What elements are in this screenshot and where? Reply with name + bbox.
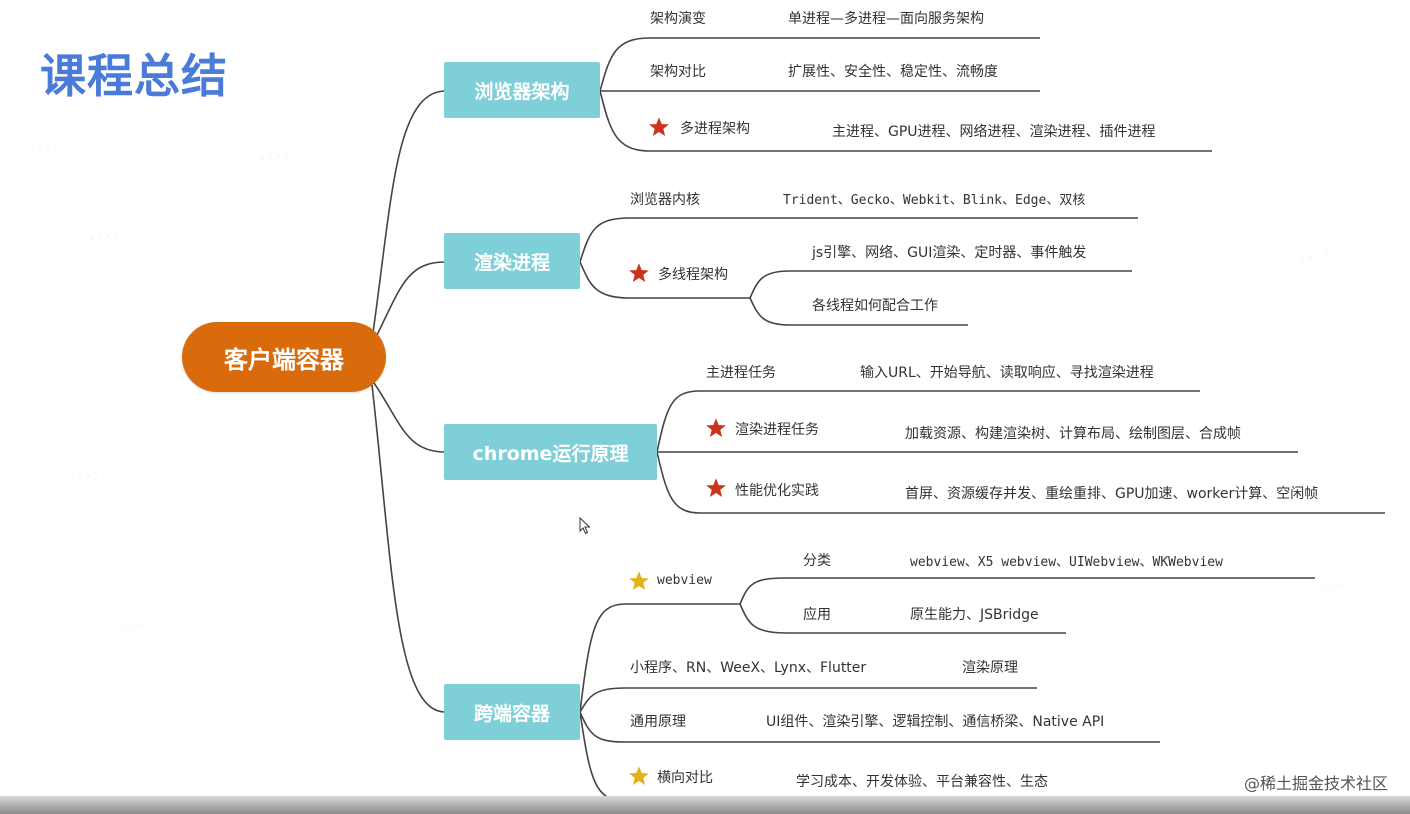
bottom-bar	[0, 796, 1410, 814]
branch-browser-architecture: 浏览器架构	[444, 62, 600, 118]
node-detail: 单进程—多进程—面向服务架构	[788, 11, 984, 27]
yellow-star-icon	[629, 766, 649, 785]
node-detail: 加载资源、构建渲染树、计算布局、绘制图层、合成帧	[905, 426, 1241, 442]
root-node: 客户端容器	[182, 322, 386, 392]
node-detail: 输入URL、开始导航、读取响应、寻找渲染进程	[860, 365, 1154, 381]
node-detail: 扩展性、安全性、稳定性、流畅度	[788, 64, 998, 80]
branch-render-process: 渲染进程	[444, 233, 580, 289]
node-label: webview	[657, 573, 712, 588]
node-label: 分类	[803, 553, 831, 569]
red-star-icon	[706, 478, 726, 497]
node-detail: 各线程如何配合工作	[812, 298, 938, 314]
node-detail: 首屏、资源缓存并发、重绘重排、GPU加速、worker计算、空闲帧	[905, 486, 1319, 502]
page-title: 课程总结	[40, 49, 228, 103]
branch-cross-platform: 跨端容器	[444, 684, 580, 740]
node-label: 多进程架构	[680, 121, 750, 137]
node-detail: js引擎、网络、GUI渲染、定时器、事件触发	[812, 245, 1087, 261]
node-label: 渲染进程任务	[735, 422, 819, 438]
node-label: 架构演变	[650, 11, 706, 27]
node-detail: 渲染原理	[962, 660, 1018, 676]
node-label: 横向对比	[657, 770, 713, 786]
node-detail: 原生能力、JSBridge	[910, 607, 1039, 623]
node-label: 通用原理	[630, 714, 686, 730]
node-label: 浏览器内核	[630, 192, 700, 208]
node-label: 性能优化实践	[735, 483, 819, 499]
node-label: 主进程任务	[706, 365, 776, 381]
node-detail: 主进程、GPU进程、网络进程、渲染进程、插件进程	[832, 124, 1156, 140]
node-label: 多线程架构	[658, 267, 728, 283]
yellow-star-icon	[629, 571, 649, 590]
red-star-icon	[629, 263, 649, 282]
node-detail: Trident、Gecko、Webkit、Blink、Edge、双核	[783, 193, 1086, 208]
mouse-cursor-icon	[579, 517, 591, 535]
red-star-icon	[706, 418, 726, 437]
red-star-icon	[649, 117, 669, 136]
node-label: 应用	[803, 607, 831, 623]
node-detail: UI组件、渲染引擎、逻辑控制、通信桥梁、Native API	[766, 714, 1105, 730]
node-detail: webview、X5 webview、UIWebview、WKWebview	[910, 555, 1223, 570]
node-detail: 学习成本、开发体验、平台兼容性、生态	[796, 774, 1048, 790]
node-label: 架构对比	[650, 64, 706, 80]
branch-chrome-principle: chrome运行原理	[444, 424, 657, 480]
node-label: 小程序、RN、WeeX、Lynx、Flutter	[630, 660, 867, 676]
source-watermark: @稀土掘金技术社区	[1243, 774, 1388, 793]
